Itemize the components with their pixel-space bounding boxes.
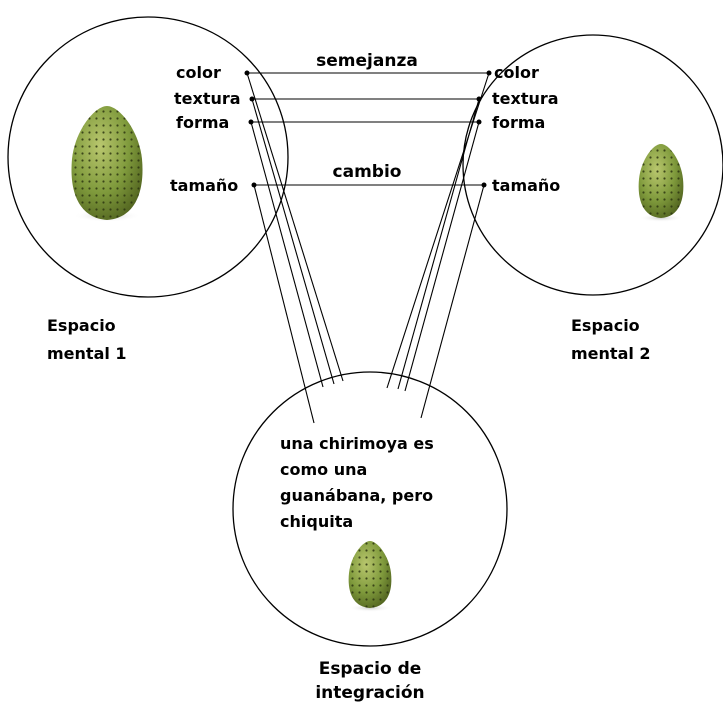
integration-text-line2: como una	[280, 460, 367, 479]
shape-dot-right	[477, 120, 482, 125]
color-dot-right	[487, 71, 492, 76]
integration-text-line1: una chirimoya es	[280, 434, 434, 453]
shape-dot-left	[249, 120, 254, 125]
space1-size-label: tamaño	[170, 176, 238, 195]
mental-space-1-title-line1: Espacio	[47, 316, 116, 335]
similarity-label: semejanza	[316, 51, 418, 71]
projection-line	[247, 73, 343, 381]
soursop-fruit-large-icon	[71, 106, 142, 222]
space2-shape-label: forma	[492, 113, 545, 132]
projection-line	[398, 99, 479, 389]
space2-color-label: color	[494, 63, 539, 82]
integration-space-title-line2: integración	[315, 683, 424, 703]
projection-line	[254, 185, 314, 423]
space1-color-label: color	[176, 63, 221, 82]
space1-texture-label: textura	[174, 89, 241, 108]
size-dot-right	[482, 183, 487, 188]
space2-size-label: tamaño	[492, 176, 560, 195]
projection-line	[387, 73, 489, 388]
mental-space-1-circle	[8, 17, 288, 297]
color-dot-left	[245, 71, 250, 76]
space2-texture-label: textura	[492, 89, 559, 108]
mental-space-2-title-line1: Espacio	[571, 316, 640, 335]
integration-space-title-line1: Espacio de	[319, 659, 422, 679]
projection-line	[405, 122, 479, 391]
change-label: cambio	[333, 162, 402, 182]
projection-line	[251, 122, 323, 387]
size-dot-left	[252, 183, 257, 188]
integration-text-line4: chiquita	[280, 512, 353, 531]
texture-dot-right	[477, 97, 482, 102]
texture-dot-left	[250, 97, 255, 102]
soursop-fruit-small-icon	[639, 144, 684, 222]
soursop-fruit-medium-icon	[348, 541, 392, 612]
mental-space-1-title-line2: mental 1	[47, 344, 127, 363]
integration-text-line3: guanábana, pero	[280, 486, 433, 505]
space1-shape-label: forma	[176, 113, 229, 132]
mental-space-2-title-line2: mental 2	[571, 344, 651, 363]
